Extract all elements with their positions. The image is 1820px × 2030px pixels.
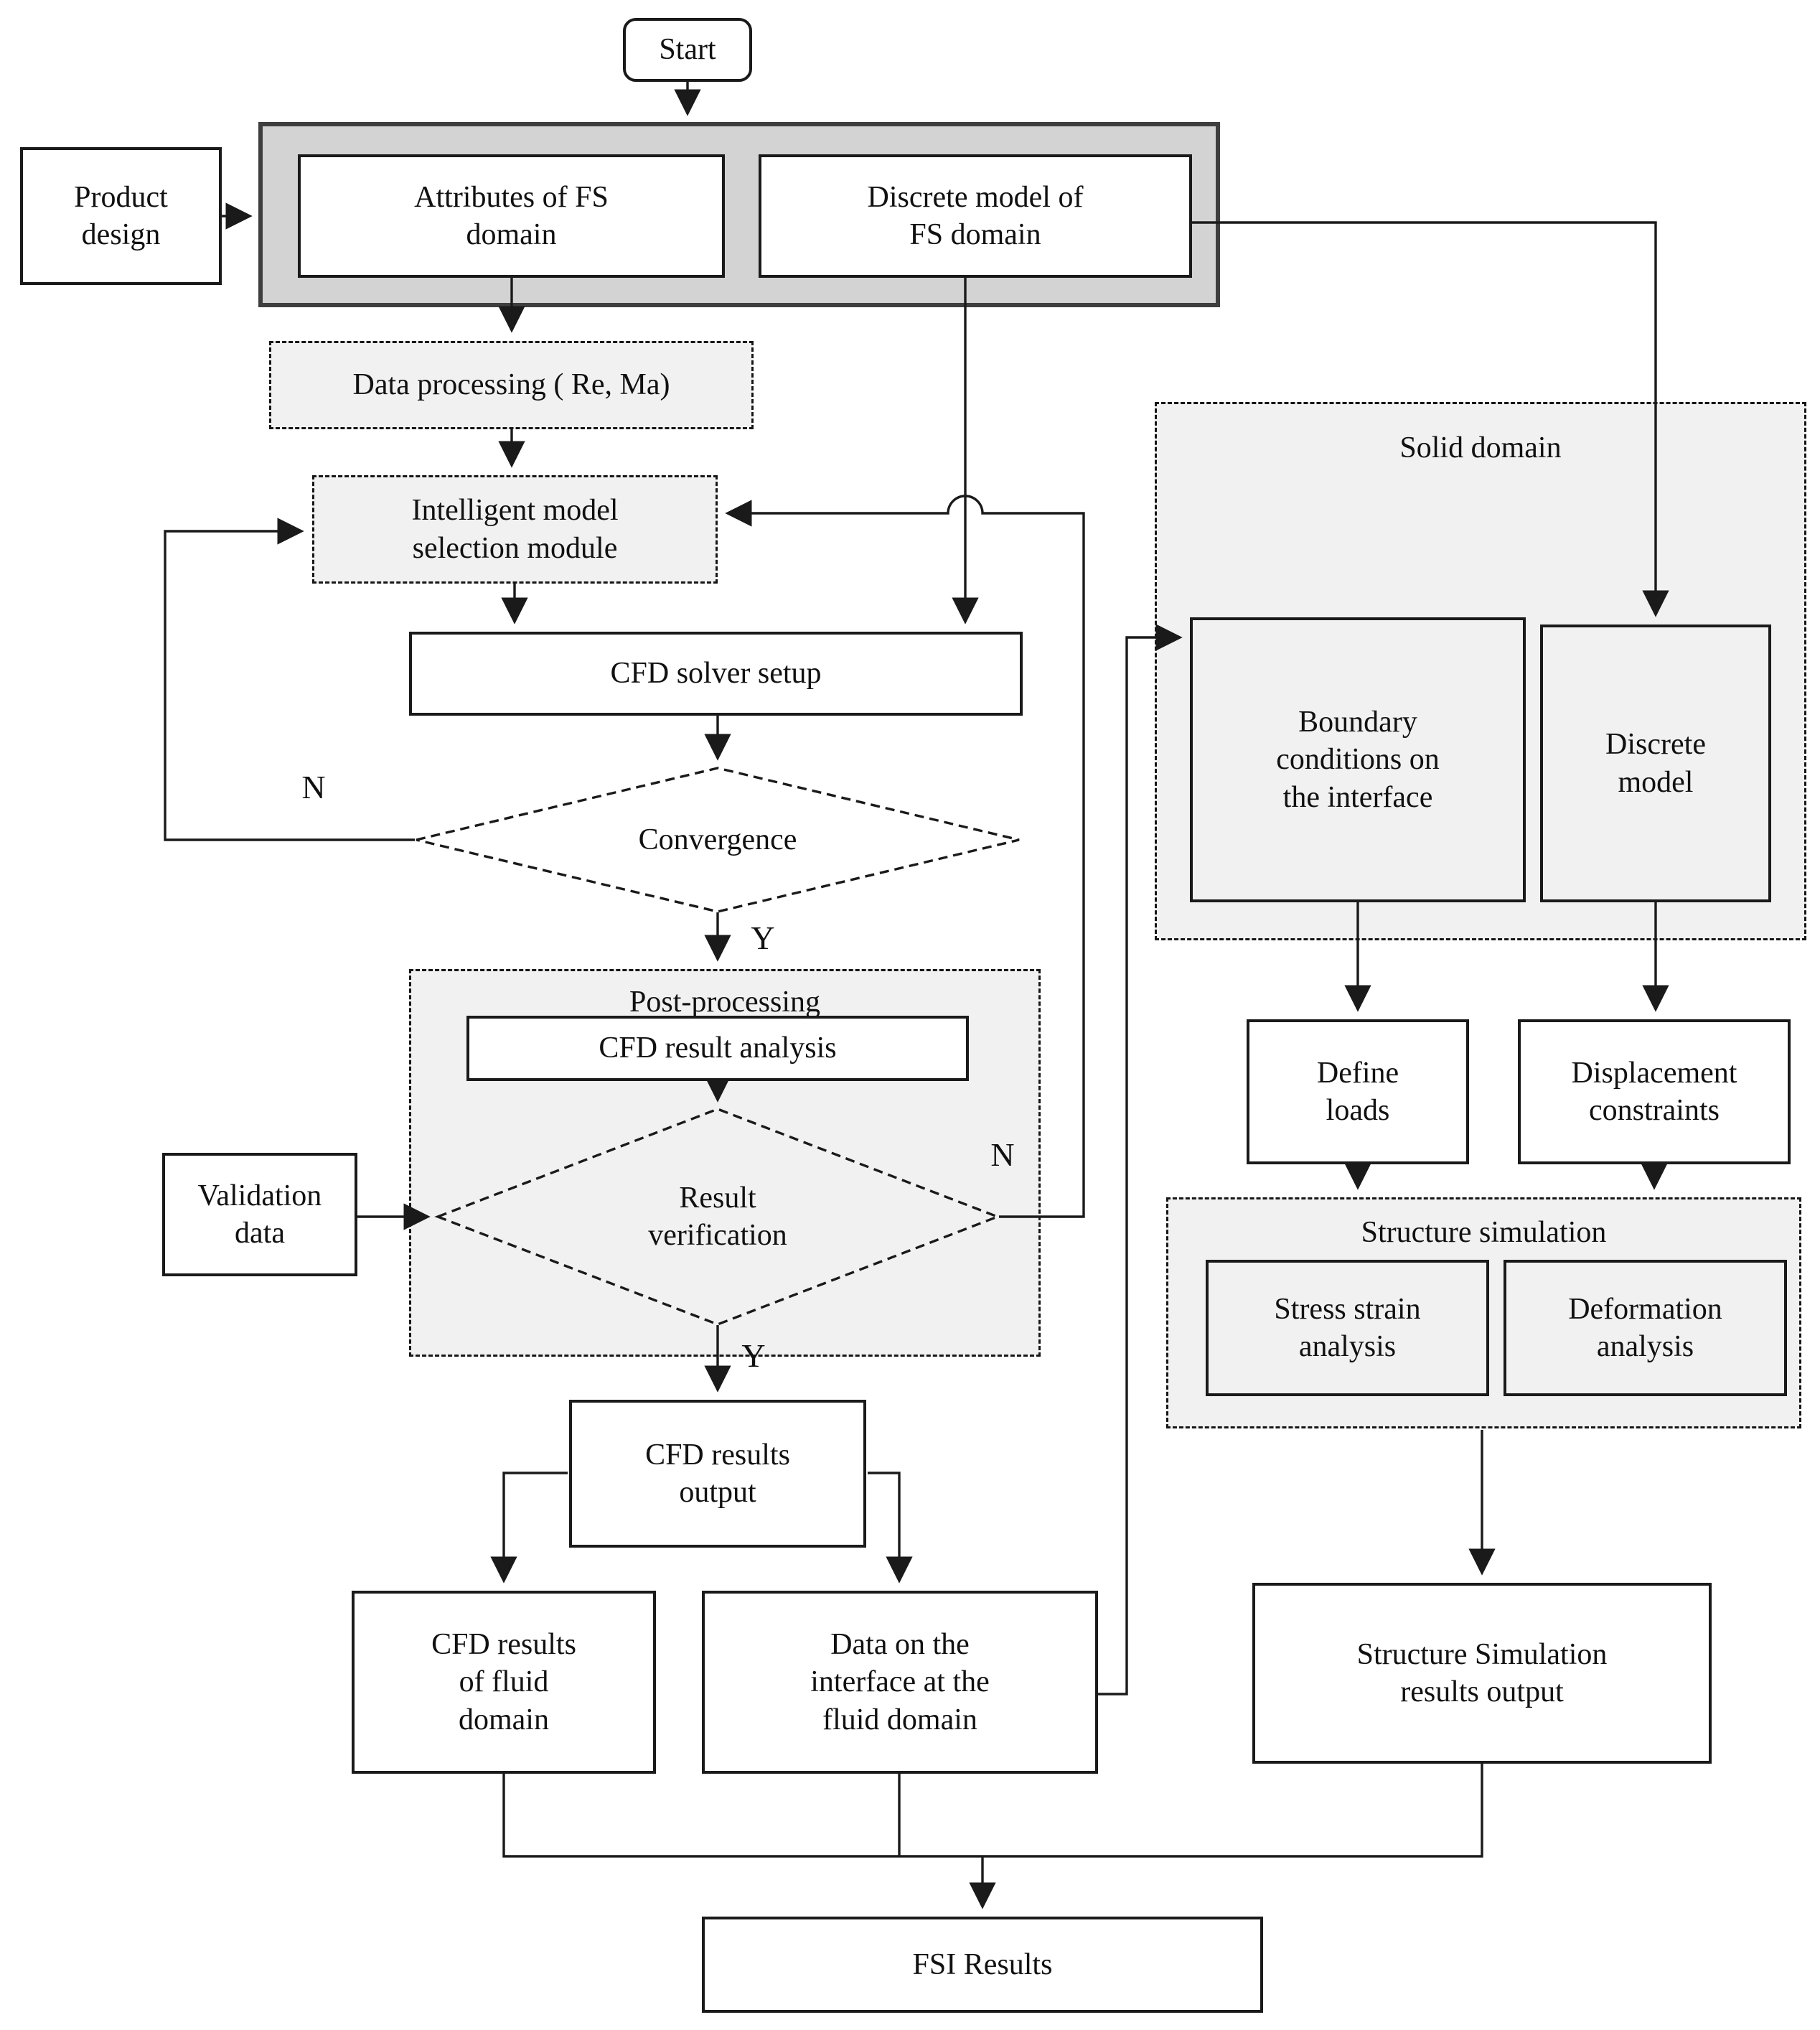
- deformation-line1: Deformation: [1568, 1292, 1722, 1326]
- boundary-conditions-line1: Boundary: [1298, 706, 1417, 739]
- cfd-results-fluid-line2: of fluid: [459, 1665, 549, 1699]
- result-verification-diamond: [434, 1108, 1001, 1326]
- fsi-results-node: FSI Results: [702, 1917, 1263, 2013]
- deformation-node: Deformation analysis: [1504, 1260, 1787, 1396]
- validation-data-line2: data: [235, 1217, 285, 1250]
- displacement-constraints-line2: constraints: [1589, 1094, 1720, 1127]
- convergence-yes-label: Y: [751, 920, 775, 956]
- data-interface-line2: interface at the: [810, 1665, 990, 1699]
- structure-results-line2: results output: [1400, 1675, 1564, 1708]
- product-design-node: Product design: [20, 147, 222, 285]
- fsi-results-label: FSI Results: [912, 1947, 1053, 1981]
- verification-yes-label: Y: [741, 1337, 766, 1374]
- cfd-solver-label: CFD solver setup: [610, 657, 822, 691]
- intelligent-module-line2: selection module: [412, 531, 618, 565]
- edge-output-to-interface: [868, 1472, 913, 1584]
- cfd-results-fluid-line3: domain: [459, 1703, 549, 1736]
- define-loads-line1: Define: [1316, 1056, 1399, 1090]
- boundary-conditions-line2: conditions on: [1276, 743, 1440, 777]
- data-processing-node: Data processing ( Re, Ma): [269, 341, 754, 429]
- deformation-line2: analysis: [1596, 1330, 1694, 1363]
- boundary-conditions-node: Boundary conditions on the interface: [1190, 617, 1526, 902]
- intelligent-module-node: Intelligent model selection module: [312, 475, 718, 584]
- define-loads-line2: loads: [1326, 1094, 1390, 1127]
- discrete-fs-node: Discrete model of FS domain: [759, 154, 1192, 278]
- post-processing-title: Post-processing: [629, 986, 820, 1019]
- convergence-label: Convergence: [567, 818, 868, 861]
- structure-results-line1: Structure Simulation: [1356, 1637, 1608, 1671]
- data-interface-line1: Data on the: [830, 1628, 970, 1662]
- discrete-model-node: Discrete model: [1540, 625, 1771, 902]
- cfd-results-fluid-line1: CFD results: [431, 1628, 576, 1662]
- structure-simulation-title: Structure simulation: [1361, 1216, 1607, 1249]
- discrete-model-line2: model: [1618, 765, 1694, 799]
- convergence-diamond: [416, 767, 1020, 913]
- product-design-line2: design: [81, 218, 161, 251]
- validation-data-node: Validation data: [162, 1153, 357, 1276]
- displacement-constraints-node: Displacement constraints: [1518, 1019, 1791, 1164]
- attributes-fs-line1: Attributes of FS: [414, 180, 609, 214]
- result-verification-line2: verification: [648, 1219, 787, 1252]
- data-processing-label: Data processing ( Re, Ma): [352, 368, 670, 402]
- stress-strain-line1: Stress strain: [1274, 1292, 1421, 1326]
- convergence-no-label: N: [301, 769, 326, 805]
- cfd-result-analysis-label: CFD result analysis: [599, 1032, 837, 1065]
- cfd-result-analysis-node: CFD result analysis: [466, 1016, 969, 1081]
- edge-merge-lines: [502, 1764, 1483, 1858]
- structure-results-node: Structure Simulation results output: [1252, 1583, 1712, 1764]
- data-interface-line3: fluid domain: [822, 1703, 977, 1736]
- start-label: Start: [659, 33, 716, 67]
- edge-convergence-no-loop: [164, 518, 415, 841]
- boundary-conditions-line3: the interface: [1282, 780, 1433, 814]
- solid-domain-title: Solid domain: [1399, 431, 1562, 464]
- edge-verification-no-loop: [725, 495, 1085, 1218]
- cfd-results-output-line2: output: [679, 1476, 756, 1509]
- edge-interface-to-boundary: [1098, 624, 1183, 1695]
- discrete-model-line1: Discrete: [1605, 728, 1706, 762]
- define-loads-node: Define loads: [1247, 1019, 1469, 1164]
- result-verification-line1: Result: [679, 1181, 756, 1215]
- displacement-constraints-line1: Displacement: [1571, 1056, 1737, 1090]
- stress-strain-node: Stress strain analysis: [1206, 1260, 1489, 1396]
- verification-no-label: N: [990, 1136, 1015, 1173]
- intelligent-module-line1: Intelligent model: [411, 494, 619, 528]
- convergence-text: Convergence: [638, 823, 797, 856]
- discrete-fs-line1: Discrete model of: [867, 180, 1084, 214]
- validation-data-line1: Validation: [197, 1179, 322, 1212]
- data-interface-node: Data on the interface at the fluid domai…: [702, 1591, 1098, 1774]
- start-node: Start: [623, 18, 752, 82]
- product-design-line1: Product: [74, 180, 168, 214]
- attributes-fs-line2: domain: [466, 218, 557, 251]
- cfd-results-output-line1: CFD results: [645, 1438, 790, 1472]
- cfd-results-output-node: CFD results output: [569, 1400, 866, 1548]
- discrete-fs-line2: FS domain: [909, 218, 1041, 251]
- cfd-results-fluid-node: CFD results of fluid domain: [352, 1591, 656, 1774]
- attributes-fs-node: Attributes of FS domain: [298, 154, 725, 278]
- result-verification-label: Result verification: [574, 1177, 861, 1256]
- stress-strain-line2: analysis: [1298, 1330, 1397, 1363]
- cfd-solver-node: CFD solver setup: [409, 632, 1023, 716]
- edge-output-to-fluidresults: [490, 1472, 568, 1584]
- edge-discretefs-to-discretemodel: [1192, 221, 1669, 617]
